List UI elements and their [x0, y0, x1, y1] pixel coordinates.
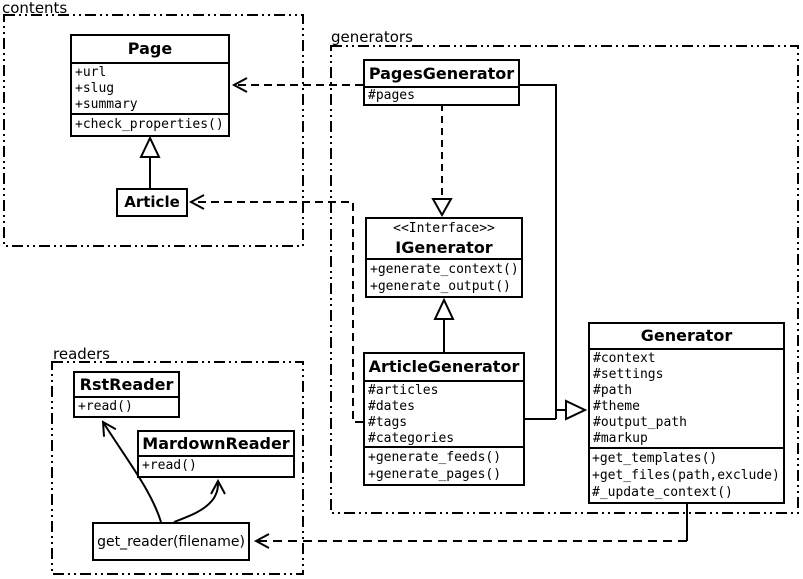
attribute: +url — [75, 65, 107, 80]
class-name-articlegenerator: ArticleGenerator — [368, 357, 520, 376]
package-border-readers — [51, 361, 304, 575]
inheritance-triangle-generator — [565, 399, 588, 421]
class-name-page: Page — [127, 39, 173, 58]
package-border-generators — [330, 45, 799, 514]
attribute: #dates — [368, 399, 415, 414]
method: +read() — [78, 399, 133, 414]
attribute: #theme — [593, 399, 640, 414]
methods-rstreader: +read() — [75, 396, 178, 416]
attributes-generator: #context #settings #path #theme #output_… — [590, 348, 783, 447]
function-label-get-reader: get_reader(filename) — [97, 533, 245, 550]
method: #_update_context() — [592, 485, 733, 500]
methods-page: +check_properties() — [72, 113, 228, 135]
class-box-rstreader: RstReader +read() — [73, 371, 180, 418]
class-box-articlegenerator: ArticleGenerator #articles #dates #tags … — [363, 352, 525, 486]
method: +get_files(path,exclude) — [592, 468, 780, 483]
package-border-contents — [3, 14, 304, 247]
package-label-readers: readers — [53, 345, 110, 363]
class-name-igenerator: IGenerator — [395, 238, 493, 257]
attribute: #categories — [368, 431, 455, 446]
class-name-article: Article — [124, 193, 180, 211]
attribute: +summary — [75, 97, 138, 112]
class-box-page: Page +url +slug +summary +check_properti… — [70, 34, 230, 137]
methods-generator: +get_templates() +get_files(path,exclude… — [590, 447, 783, 502]
method: +generate_output() — [370, 279, 511, 294]
generalization-pagesgenerator-to-generator — [519, 84, 557, 419]
package-label-contents: contents — [2, 0, 68, 17]
class-name-mardownreader: MardownReader — [142, 434, 290, 453]
methods-igenerator: +generate_context() +generate_output() — [367, 258, 521, 296]
function-box-get-reader: get_reader(filename) — [92, 522, 250, 561]
method: +check_properties() — [75, 117, 224, 132]
class-box-mardownreader: MardownReader +read() — [137, 430, 295, 478]
attribute: #path — [593, 383, 633, 398]
class-box-generator: Generator #context #settings #path #them… — [588, 322, 785, 504]
attributes-pagesgenerator: #pages — [365, 86, 518, 104]
stereotype-interface: <<Interface>> — [393, 221, 495, 236]
method: +generate_context() — [370, 262, 519, 277]
package-label-generators: generators — [331, 28, 413, 46]
inheritance-triangle-igenerator-bottom — [433, 297, 455, 320]
attribute: #context — [593, 351, 656, 366]
methods-articlegenerator: +generate_feeds() +generate_pages() — [365, 446, 523, 484]
attribute: #settings — [593, 367, 664, 382]
class-box-article: Article — [116, 188, 188, 217]
class-name-pagesgenerator: PagesGenerator — [368, 64, 515, 83]
methods-mardownreader: +read() — [139, 455, 293, 476]
class-title-igenerator: <<Interface>> IGenerator — [367, 219, 521, 258]
class-name-rstreader: RstReader — [79, 375, 174, 394]
class-box-pagesgenerator: PagesGenerator #pages — [363, 59, 520, 106]
class-name-generator: Generator — [640, 326, 733, 345]
call-arrow-getreader-to-mardownreader — [173, 478, 226, 523]
dependency-articlegenerator-to-article — [188, 194, 363, 423]
attributes-articlegenerator: #articles #dates #tags #categories — [365, 380, 523, 446]
class-box-igenerator: <<Interface>> IGenerator +generate_conte… — [365, 217, 523, 298]
realization-triangle-igenerator-top — [431, 198, 453, 218]
attribute: #markup — [593, 431, 648, 446]
method: +generate_pages() — [368, 467, 502, 482]
method: +read() — [142, 458, 197, 473]
attributes-page: +url +slug +summary — [72, 62, 228, 113]
method: +get_templates() — [592, 451, 718, 466]
attribute: #articles — [368, 383, 439, 398]
attribute: #pages — [368, 88, 415, 103]
attribute: #tags — [368, 415, 408, 430]
attribute: +slug — [75, 81, 115, 96]
method: +generate_feeds() — [368, 450, 502, 465]
attribute: #output_path — [593, 415, 687, 430]
inheritance-triangle-page — [139, 135, 161, 158]
